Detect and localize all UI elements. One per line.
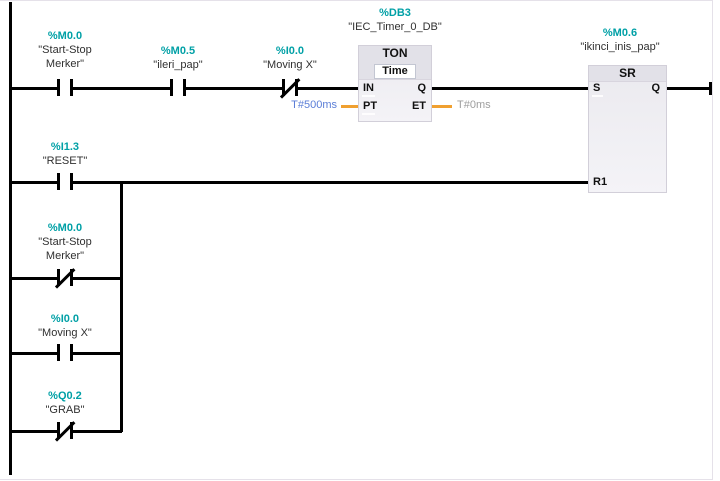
contact-bar: [70, 344, 73, 361]
db-name[interactable]: "IEC_Timer_0_DB": [348, 21, 442, 33]
sr-flipflop-block[interactable]: SR S Q R1: [588, 65, 667, 193]
block-header: SR: [589, 66, 666, 82]
contact-bar: [57, 344, 60, 361]
operand-label-grab[interactable]: %Q0.2 "GRAB": [10, 389, 120, 417]
contact-bar: [70, 422, 73, 439]
port-stub: [592, 95, 603, 97]
contact-bar: [70, 79, 73, 96]
port-q-label: Q: [651, 82, 660, 94]
wire-segment: [73, 87, 170, 90]
operand-name[interactable]: "Moving X": [38, 327, 92, 339]
port-stub: [362, 113, 375, 115]
et-wire: [432, 105, 452, 108]
sr-operand-label[interactable]: %M0.6 "ikinci_inis_pap": [545, 26, 695, 54]
contact-bar: [57, 269, 60, 286]
operand-label-ileri-pap[interactable]: %M0.5 "ileri_pap": [123, 44, 233, 72]
operand-label-start-stop-merker[interactable]: %M0.0 "Start-Stop Merker": [10, 221, 120, 263]
operand-address[interactable]: %M0.0: [47, 30, 83, 42]
contact-bar: [70, 269, 73, 286]
wire-segment: [186, 87, 282, 90]
wire-segment: [10, 87, 57, 90]
operand-address[interactable]: %M0.0: [47, 222, 83, 234]
operand-label-start-stop-merker[interactable]: %M0.0 "Start-Stop Merker": [10, 29, 120, 71]
port-in-label: IN: [363, 82, 374, 94]
no-contact-ileri-pap[interactable]: [162, 79, 200, 99]
contact-bar: [170, 79, 173, 96]
block-header: TON Time: [359, 46, 431, 80]
no-contact-moving-x[interactable]: [49, 344, 87, 364]
wire-segment: [73, 277, 122, 280]
wire-segment: [667, 87, 710, 90]
nc-contact-start-stop-merker[interactable]: [49, 267, 87, 289]
operand-address[interactable]: %I0.0: [50, 313, 80, 325]
operand-name[interactable]: "RESET": [42, 155, 88, 167]
contact-bar: [57, 79, 60, 96]
operand-address[interactable]: %I1.3: [50, 141, 80, 153]
contact-bar: [295, 79, 298, 96]
operand-address[interactable]: %M0.5: [160, 45, 196, 57]
port-stub: [362, 95, 375, 97]
ton-timer-block[interactable]: TON Time IN Q PT ET: [358, 45, 432, 122]
wire-segment: [10, 352, 57, 355]
instruction-name: SR: [619, 66, 636, 80]
wire-segment: [298, 87, 358, 90]
operand-name[interactable]: "Moving X": [263, 59, 317, 71]
operand-label-moving-x[interactable]: %I0.0 "Moving X": [235, 44, 345, 72]
left-power-rail: [9, 2, 12, 475]
branch-vertical-wire: [120, 181, 123, 432]
nc-contact-moving-x[interactable]: [274, 77, 312, 99]
wire-segment: [73, 181, 588, 184]
data-type-dropdown[interactable]: Time: [374, 64, 416, 79]
wire-segment: [73, 352, 122, 355]
operand-name[interactable]: "Start-Stop Merker": [38, 236, 92, 262]
port-et-label: ET: [411, 100, 426, 112]
operand-address[interactable]: %Q0.2: [48, 390, 82, 402]
operand-name[interactable]: "ileri_pap": [153, 59, 203, 71]
no-contact-reset[interactable]: [49, 173, 87, 193]
et-monitor-value: T#0ms: [457, 99, 491, 111]
wire-segment: [10, 181, 57, 184]
operand-label-reset[interactable]: %I1.3 "RESET": [10, 140, 120, 168]
pt-constant-value[interactable]: T#500ms: [291, 99, 337, 111]
instruction-name: TON: [382, 46, 408, 60]
operand-name[interactable]: "Start-Stop Merker": [38, 44, 92, 70]
wire-segment: [10, 277, 57, 280]
contact-bar: [57, 173, 60, 190]
operand-name[interactable]: "ikinci_inis_pap": [580, 41, 660, 53]
port-q-label: Q: [417, 82, 426, 94]
port-s-label: S: [593, 82, 601, 94]
operand-label-moving-x[interactable]: %I0.0 "Moving X": [10, 312, 120, 340]
wire-segment: [432, 87, 588, 90]
port-r1-label: R1: [593, 176, 608, 188]
rung-end-tick: [709, 82, 712, 95]
operand-address[interactable]: %I0.0: [275, 45, 305, 57]
wire-segment: [10, 430, 57, 433]
nc-contact-grab[interactable]: [49, 420, 87, 442]
db-address[interactable]: %DB3: [379, 7, 411, 19]
operand-name[interactable]: "GRAB": [45, 404, 85, 416]
contact-bar: [70, 173, 73, 190]
timer-db-label[interactable]: %DB3 "IEC_Timer_0_DB": [320, 6, 470, 34]
contact-bar: [183, 79, 186, 96]
contact-bar: [282, 79, 285, 96]
contact-bar: [57, 422, 60, 439]
port-pt-label: PT: [363, 100, 378, 112]
no-contact-start-stop-merker[interactable]: [49, 79, 87, 99]
operand-address[interactable]: %M0.6: [602, 27, 638, 39]
pt-wire: [341, 105, 358, 108]
wire-segment: [73, 430, 122, 433]
